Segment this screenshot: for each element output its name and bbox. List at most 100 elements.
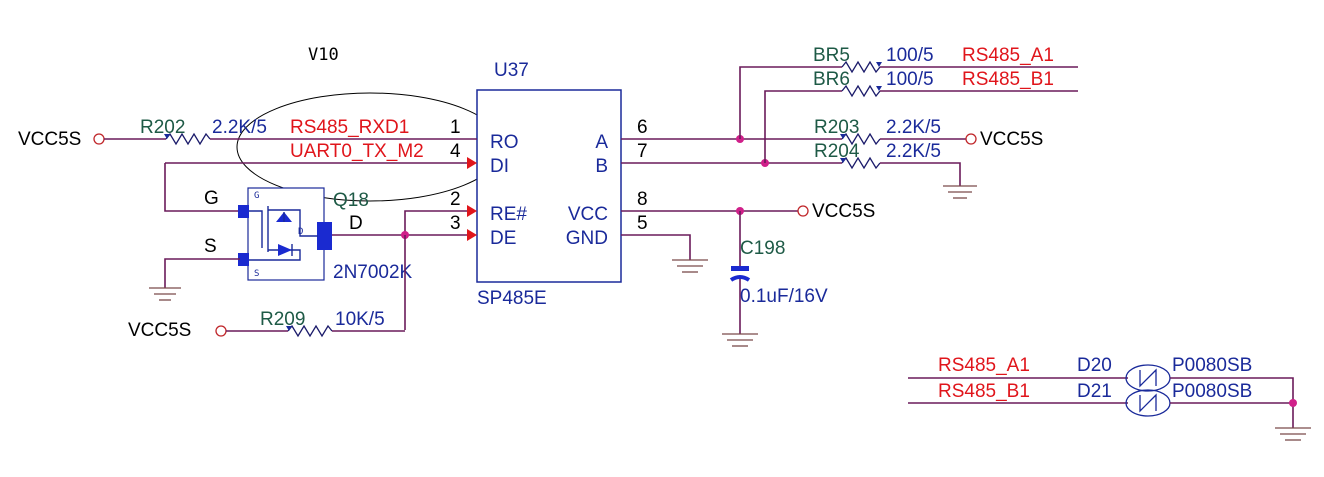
wire-gate [164,163,240,212]
pin-name-de: DE [490,228,516,249]
pin-arrow-de [467,229,477,241]
resistor-r204[interactable] [841,156,881,170]
gnd-symbol-3 [672,259,708,273]
mosfet-drain-line [268,209,318,237]
ic-u37[interactable]: U37 SP485E RO DI RE# DE A B VCC GND 1 4 … [450,60,648,309]
mosfet-part: 2N7002K [333,262,413,283]
d20-glyph [1139,368,1157,388]
d21-glyph [1139,393,1157,413]
pin-name-vcc: VCC [568,204,608,225]
r203-value: 2.2K/5 [886,117,941,138]
net-rs485-a1: RS485_A1 [962,45,1054,66]
d20-ref: D20 [1077,355,1112,376]
pin-name-di: DI [490,156,509,177]
pin-num-7: 7 [637,141,648,162]
r209-pin-mark [286,326,292,331]
mosfet-pin-s-mark: S [254,269,259,279]
pin-num-1: 1 [450,117,461,138]
version-label: V10 [308,45,339,65]
pin-num-2: 2 [450,189,461,210]
r204-pin-mark [840,158,846,163]
pin-name-re: RE# [490,204,527,225]
mosfet-g-label: G [204,188,219,209]
pin-name-ro: RO [490,132,519,153]
vcc-port-2[interactable] [215,325,227,337]
pin-name-a: A [595,132,608,153]
mosfet-pin-g-mark: G [254,191,259,201]
pin-num-8: 8 [637,189,648,210]
r209-ref: R209 [260,309,305,330]
gnd-symbol-4 [722,333,758,347]
r209-value: 10K/5 [335,309,385,330]
br5-pin-mark [876,62,882,67]
mosfet-pin-d-mark: D [298,227,303,237]
br6-ref: BR6 [813,69,850,90]
d21-part: P0080SB [1172,381,1252,402]
br5-value: 100/5 [886,45,934,66]
resistor-r202[interactable] [165,132,211,146]
c198-value: 0.1uF/16V [740,286,828,307]
r203-pin-mark [840,134,846,139]
gnd-symbol-2 [943,185,977,199]
capacitor-c198[interactable] [729,266,751,282]
mosfet-arrow-right [278,244,292,256]
vcc-port-1[interactable] [93,133,105,145]
resistor-r203[interactable] [841,132,881,146]
gnd-symbol-1 [149,287,181,301]
junction-tvs [1289,399,1297,407]
vcc-port-4[interactable] [797,205,809,217]
pin-num-5: 5 [637,213,648,234]
tvs-d20[interactable] [1125,364,1171,392]
mosfet-source-pad [238,253,249,266]
pin-num-4: 4 [450,141,461,162]
wire-gnd-pin5 [621,234,691,260]
mosfet-s-label: S [204,236,217,257]
vcc-port-label-1: VCC5S [18,129,81,150]
pin-arrow-di [467,157,477,169]
cap-plate-top [731,266,749,271]
vcc-port-label-2: VCC5S [128,320,191,341]
mosfet-drain-pad [317,222,332,250]
d20-part: P0080SB [1172,355,1252,376]
pin-arrow-re [467,205,477,217]
wire-r204-gnd [880,162,961,186]
pin-num-6: 6 [637,117,648,138]
r203-ref: R203 [814,117,859,138]
r202-pin-mark [164,134,170,139]
resistor-r209[interactable] [287,324,333,338]
d21-ref: D21 [1077,381,1112,402]
mosfet-gate-pad [238,205,249,218]
resistor-br6[interactable] [841,84,881,98]
mosfet-gate-line [249,210,263,248]
r202-value: 2.2K/5 [212,117,267,138]
r202-ref: R202 [140,117,185,138]
mosfet-d-label: D [349,213,363,234]
ic-ref: U37 [494,60,529,81]
r204-value: 2.2K/5 [886,141,941,162]
gnd-symbol-5 [1275,427,1311,441]
ic-part: SP485E [477,288,547,309]
pin-name-gnd: GND [566,228,608,249]
mosfet-ref: Q18 [333,190,369,211]
wire-a-br5 [739,66,842,139]
resistor-br5[interactable] [841,60,881,74]
br5-ref: BR5 [813,45,850,66]
net-rs485-b1: RS485_B1 [962,69,1054,90]
br6-value: 100/5 [886,69,934,90]
net-uart0-tx: UART0_TX_M2 [290,141,424,162]
vcc-port-label-4: VCC5S [812,201,875,222]
net-d21: RS485_B1 [938,381,1030,402]
cap-plate-bottom [729,275,751,282]
pin-name-b: B [595,156,608,177]
wire-source-gnd [164,258,240,288]
net-rs485-rxd1: RS485_RXD1 [290,117,409,138]
wire-tvs-common [1170,377,1294,428]
vcc-port-3[interactable] [965,133,977,145]
ic-body [476,89,622,283]
vcc-port-label-3: VCC5S [980,129,1043,150]
mosfet-q18[interactable]: G S D [238,187,332,281]
wire-re [404,210,467,235]
br6-pin-mark [876,86,882,91]
tvs-d21[interactable] [1125,389,1171,417]
